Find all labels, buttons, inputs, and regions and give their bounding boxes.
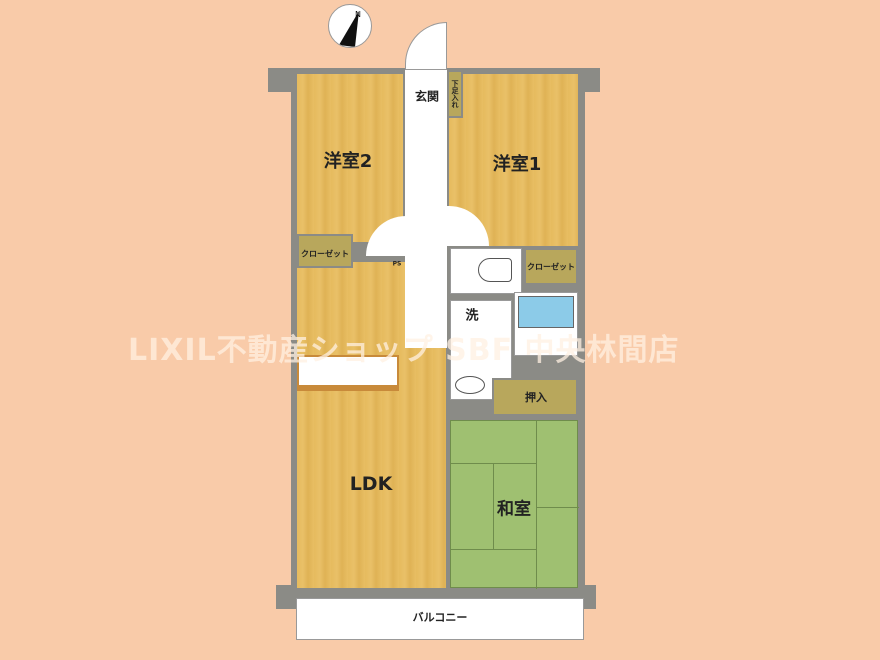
closet-japanese <box>492 378 578 416</box>
kitchen-counter <box>297 355 399 391</box>
entrance-hall <box>405 68 447 348</box>
closet-left-label: クローゼット <box>301 249 349 259</box>
tatami-line <box>493 463 494 549</box>
compass-icon: N <box>328 4 372 48</box>
entrance-label: 玄関 <box>414 89 440 104</box>
tatami-line <box>536 421 537 589</box>
bathtub <box>518 296 574 328</box>
tatami-line <box>536 507 579 508</box>
western-room-2-label: 洋室2 <box>323 151 373 172</box>
toilet-icon <box>478 258 512 282</box>
shoe-storage-label: 下足入れ <box>451 80 459 108</box>
washroom-label: 洗 <box>465 308 479 324</box>
entrance-door <box>405 22 447 70</box>
closet-left <box>297 234 353 268</box>
wall-corner <box>268 68 298 92</box>
tatami-line <box>451 549 536 550</box>
pipe-space-label: PS <box>392 260 402 268</box>
western-room-1-label: 洋室1 <box>492 154 542 175</box>
closet-right-label: クローゼット <box>527 262 575 272</box>
ldk-label: LDK <box>349 473 393 495</box>
watermark: LIXIL不動産ショップ SBF 中央林間店 <box>128 333 680 368</box>
western-room-2 <box>297 74 403 242</box>
balcony-label: バルコニー <box>412 611 468 624</box>
compass-north-label: N <box>355 10 361 19</box>
balcony <box>296 598 584 640</box>
japanese-room-label: 和室 <box>497 499 531 520</box>
closet-right <box>524 248 578 285</box>
shoe-storage <box>447 70 463 118</box>
closet-japanese-label: 押入 <box>525 391 547 404</box>
japanese-room <box>450 420 579 589</box>
sink-icon <box>455 376 485 394</box>
